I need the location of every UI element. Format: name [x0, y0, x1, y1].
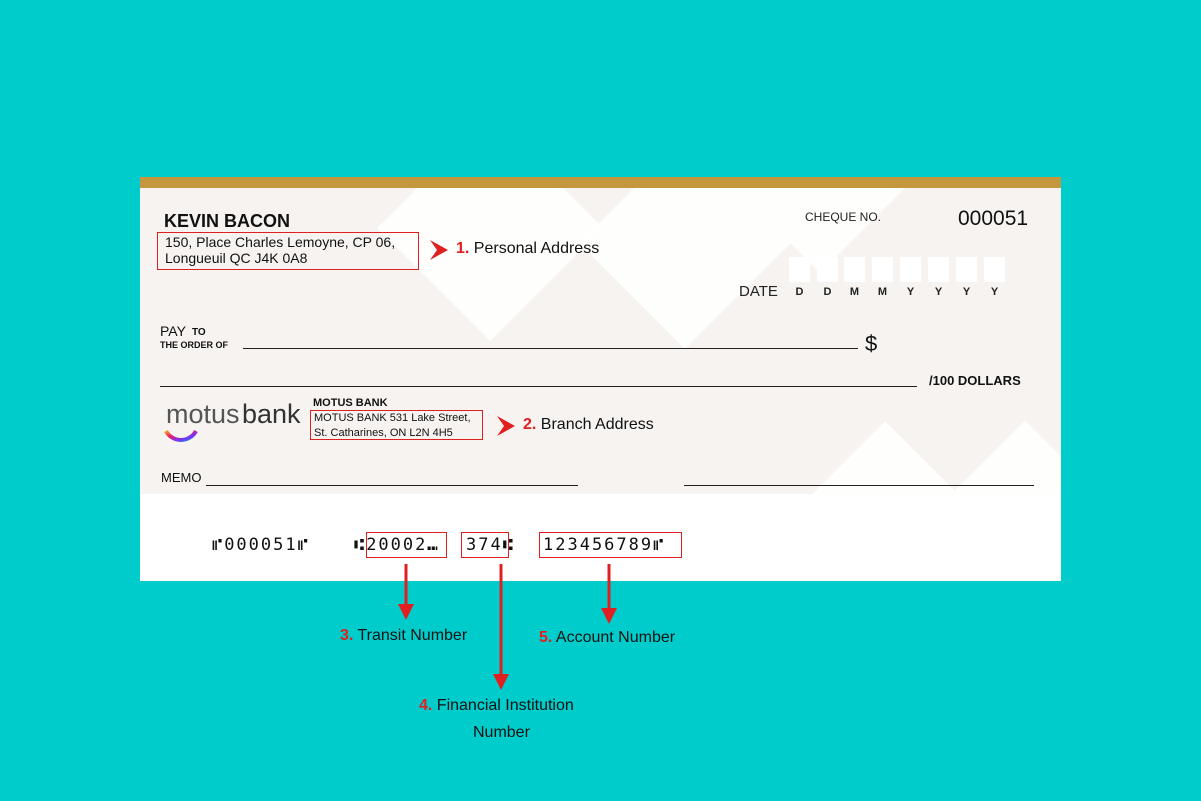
- annotation-label: Number: [473, 724, 530, 741]
- date-digit-label: Y: [962, 286, 971, 298]
- annotation-transit-number: 3. Transit Number: [340, 627, 467, 645]
- date-digit-box[interactable]: [789, 257, 810, 282]
- date-digit-box[interactable]: [844, 257, 865, 282]
- annotation-label: Personal Address: [473, 240, 600, 257]
- amount-words-line: [160, 386, 917, 387]
- annotation-number: 4.: [419, 697, 433, 714]
- annotation-institution-number: 4. Financial Institution: [419, 697, 574, 715]
- micr-transit-number: ⑆20002⑉: [354, 535, 440, 555]
- background-diamond: [793, 421, 977, 494]
- bank-name: MOTUS BANK: [313, 397, 388, 409]
- cheque-bottom-strip: [140, 494, 1061, 581]
- cheque-top-bar: [140, 177, 1061, 188]
- cheque: KEVIN BACON 150, Place Charles Lemoyne, …: [140, 177, 1061, 581]
- dollars-label: /100 DOLLARS: [929, 373, 1021, 388]
- date-digit-label: Y: [934, 286, 943, 298]
- cheque-no-label: CHEQUE NO.: [805, 210, 882, 224]
- annotation-personal-address: 1. Personal Address: [456, 240, 599, 258]
- cheque-number: 000051: [958, 207, 1029, 230]
- annotation-label: Transit Number: [357, 627, 468, 644]
- annotation-number: 3.: [340, 627, 354, 644]
- branch-address-box: [310, 410, 483, 440]
- micr-institution-number: 374⑆: [466, 535, 515, 555]
- pay-label: PAY: [160, 323, 186, 339]
- date-digit-box[interactable]: [928, 257, 949, 282]
- annotation-label: Branch Address: [540, 416, 654, 433]
- background-diamond: [947, 420, 1061, 494]
- date-digit-label: M: [877, 286, 888, 298]
- memo-label: MEMO: [161, 470, 202, 485]
- annotation-label: Financial Institution: [436, 697, 574, 714]
- date-digit-label: D: [795, 286, 804, 298]
- micr-account-number: 123456789⑈: [543, 535, 666, 555]
- annotation-number: 1.: [456, 240, 470, 257]
- payee-line: [243, 348, 858, 349]
- currency-symbol: $: [865, 331, 878, 356]
- date-digit-box[interactable]: [900, 257, 921, 282]
- personal-address-box: [157, 232, 419, 270]
- cheque-body: [140, 188, 1061, 494]
- date-digit-label: Y: [990, 286, 999, 298]
- bank-logo: motus bank: [160, 399, 310, 443]
- bank-address-line-2: St. Catharines, ON L2N 4H5: [314, 427, 453, 439]
- date-digit-label: M: [849, 286, 860, 298]
- micr-cheque-number: ⑈000051⑈: [212, 535, 310, 555]
- annotation-institution-number-line2: Number: [473, 724, 530, 742]
- transit-number-box: [366, 532, 447, 558]
- signature-line: [684, 485, 1034, 486]
- date-label: DATE: [739, 283, 778, 300]
- pay-to-label: TO: [192, 327, 206, 338]
- date-digit-label: D: [823, 286, 832, 298]
- annotation-number: 5.: [539, 629, 553, 646]
- address-line-1: 150, Place Charles Lemoyne, CP 06,: [165, 234, 396, 250]
- date-digit-label: Y: [906, 286, 915, 298]
- account-holder-name: KEVIN BACON: [164, 211, 291, 231]
- annotation-branch-address: 2. Branch Address: [523, 416, 654, 434]
- date-digit-box[interactable]: [872, 257, 893, 282]
- logo-word-motus: motus: [166, 399, 240, 429]
- arrow-institution-number-icon: [493, 564, 509, 690]
- date-digit-box[interactable]: [956, 257, 977, 282]
- institution-number-box: [461, 532, 509, 558]
- address-line-2: Longueuil QC J4K 0A8: [165, 250, 308, 266]
- memo-line: [206, 485, 578, 486]
- logo-ring-icon: [164, 429, 198, 442]
- annotation-number: 2.: [523, 416, 537, 433]
- bank-address-line-1: MOTUS BANK 531 Lake Street,: [314, 412, 471, 424]
- account-number-box: [539, 532, 682, 558]
- date-digit-box[interactable]: [817, 257, 838, 282]
- annotation-account-number: 5. Account Number: [539, 629, 675, 647]
- annotation-label: Account Number: [555, 629, 676, 646]
- logo-word-bank: bank: [242, 399, 301, 429]
- date-digit-box[interactable]: [984, 257, 1005, 282]
- order-of-label: THE ORDER OF: [160, 340, 229, 350]
